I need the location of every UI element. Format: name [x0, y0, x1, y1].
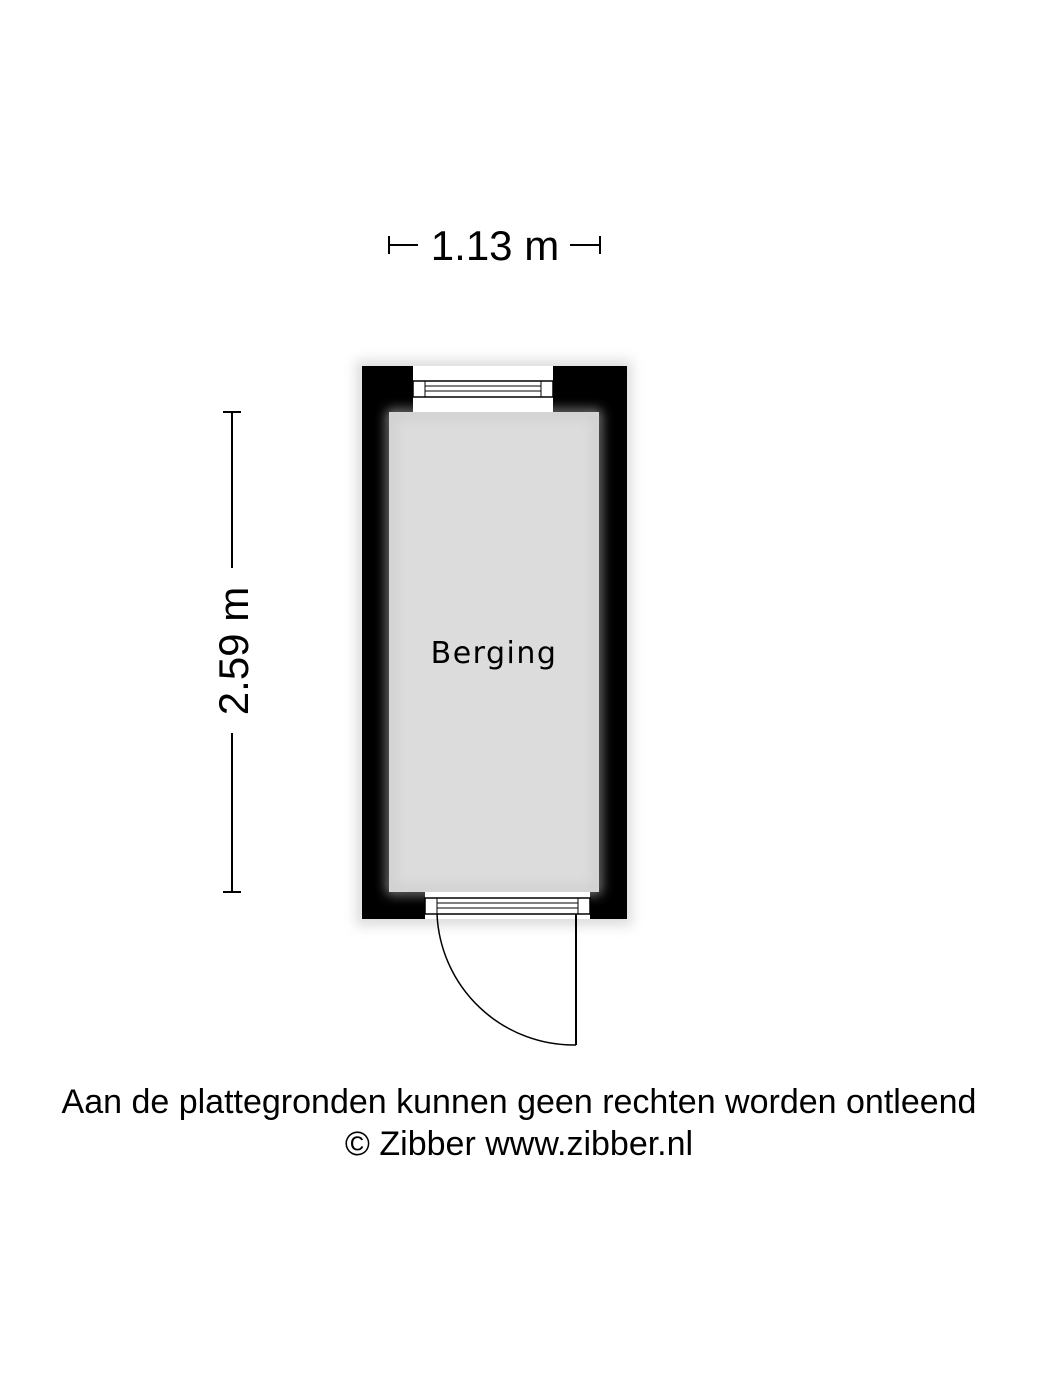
room-floor	[389, 412, 599, 892]
height-dimension: 2.59 m	[210, 411, 257, 893]
disclaimer-text: Aan de plattegronden kunnen geen rechten…	[61, 1083, 977, 1121]
height-dim-label: 2.59 m	[210, 587, 257, 715]
door-frame	[424, 897, 591, 915]
top-window	[412, 366, 554, 412]
top-window-frame	[412, 380, 554, 398]
copyright-text: © Zibber www.zibber.nl	[344, 1125, 694, 1163]
width-dim-label: 1.13 m	[431, 222, 559, 269]
door-swing-arc	[436, 913, 577, 1046]
room-label-berging: Berging	[431, 636, 558, 671]
width-dimension: 1.13 m	[388, 222, 601, 269]
door	[424, 892, 591, 1046]
room-floor-inner-shade	[388, 411, 600, 893]
